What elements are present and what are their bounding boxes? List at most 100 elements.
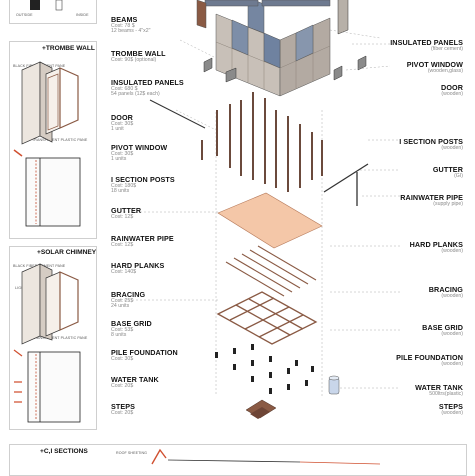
left-item-water-tank: WATER TANK Cost: 20$ — [111, 376, 159, 389]
right-item-steps: STEPS (wooden) — [439, 403, 463, 416]
right-item-title: PIVOT WINDOW — [406, 60, 463, 69]
left-item-title: WATER TANK — [111, 375, 159, 384]
left-item-line: Cost: 20$ — [111, 382, 134, 389]
trombe-wall-title: +TROMBE WALL — [42, 45, 95, 52]
sections-strip-drawing — [151, 448, 381, 465]
left-item-line: 54 panels (12$ each) — [111, 91, 160, 98]
sections-title: +C,I SECTIONS — [40, 448, 88, 455]
left-item-gutter: GUTTER Cost: 12$ — [111, 207, 141, 220]
right-item-sub: (fiber cement) — [431, 45, 463, 52]
right-item-title: DOOR — [441, 83, 463, 92]
house-shell — [196, 0, 349, 97]
left-item-title: I SECTION POSTS — [111, 175, 175, 184]
trombe-wall-section-icon — [13, 149, 81, 227]
left-item-line: Cost: 180$ — [111, 182, 137, 189]
solar-chimney-isometric-icon — [21, 263, 79, 345]
left-item-title: DOOR — [111, 113, 133, 122]
right-item-sub: (GI) — [454, 172, 463, 179]
left-item-line: Cost: 53$ — [111, 326, 134, 333]
right-item-sub: (wooden) — [441, 247, 463, 254]
right-item-title: BASE GRID — [422, 323, 463, 332]
left-item-title: HARD PLANKS — [111, 261, 165, 270]
right-item-rainwater-pipe: RAINWATER PIPE (supply pipe) — [400, 194, 463, 207]
right-item-title: INSULATED PANELS — [390, 38, 463, 47]
inside-label: INSIDE — [76, 13, 89, 17]
left-item-line: 1 units — [111, 156, 127, 163]
guide-lines — [120, 29, 400, 396]
trombe-transparent-label: TRANSPARENT PLASTIC PANE — [32, 138, 88, 142]
right-item-title: RAINWATER PIPE — [400, 193, 463, 202]
right-item-gutter: GUTTER (GI) — [433, 166, 463, 179]
left-item-title: BRACING — [111, 290, 146, 299]
right-item-sub: (wooden) — [441, 292, 463, 299]
right-item-door: DOOR (wooden) — [441, 84, 463, 97]
right-item-pivot-window: PIVOT WINDOW (wooden,glass) — [407, 61, 463, 74]
left-item-title: PIVOT WINDOW — [111, 143, 168, 152]
left-item-pivot-window: PIVOT WINDOW Cost: 30$ 1 units — [111, 144, 167, 162]
left-item-line: Cost: 30$ — [111, 355, 134, 362]
left-item-line: Cost: 30$ — [111, 150, 134, 157]
pile-foundation — [215, 344, 314, 394]
top-legend-panel — [9, 0, 97, 24]
solar-chimney-title: +SOLAR CHIMNEY — [37, 249, 97, 256]
top-legend-sketch — [30, 0, 63, 11]
floating-panels — [203, 55, 367, 83]
left-item-line: 12 beams - 4"x2" — [111, 28, 151, 35]
left-item-rainwater-pipe: RAINWATER PIPE Cost: 12$ — [111, 235, 174, 248]
right-item-title: STEPS — [438, 402, 463, 411]
left-item-trombe-wall: TROMBE WALL Cost: 90$ (optional) — [111, 50, 166, 63]
right-item-water-tank: WATER TANK 500ltrs(plastic) — [415, 384, 463, 397]
chimney-light-label: LIGHT — [15, 286, 27, 290]
right-item-title: BRACING — [428, 285, 463, 294]
beam-line — [149, 99, 206, 129]
left-item-line: Cost: 20$ — [111, 409, 134, 416]
left-item-title: BEAMS — [111, 15, 138, 24]
left-item-base-grid: BASE GRID Cost: 53$ 8 units — [111, 320, 152, 338]
left-item-insulated-panels: INSULATED PANELS Cost: 680 $ 54 panels (… — [111, 79, 184, 97]
left-item-title: PILE FOUNDATION — [111, 348, 178, 357]
right-leader-lines — [340, 43, 400, 389]
right-item-sub: (wooden) — [441, 360, 463, 367]
right-item-title: GUTTER — [432, 165, 463, 174]
left-item-line: Cost: 90$ (optional) — [111, 56, 157, 63]
right-item-title: I SECTION POSTS — [399, 137, 463, 146]
bracing-members — [225, 245, 317, 297]
right-item-sub: (wooden) — [441, 409, 463, 416]
left-item-steps: STEPS Cost: 20$ — [111, 403, 135, 416]
left-item-line: Cost: 680 $ — [111, 85, 138, 92]
left-item-title: BASE GRID — [111, 319, 152, 328]
left-item-line: 24 units — [111, 303, 130, 310]
left-item-line: 18 units — [111, 188, 130, 195]
left-item-title: TROMBE WALL — [111, 49, 166, 58]
right-item-pile-foundation: PILE FOUNDATION (wooden) — [396, 354, 463, 367]
right-item-insulated-panels: INSULATED PANELS (fiber cement) — [390, 39, 463, 52]
left-item-title: GUTTER — [111, 206, 142, 215]
solar-chimney-section-icon — [13, 349, 81, 423]
right-item-sub: 500ltrs(plastic) — [429, 390, 463, 397]
right-item-sub: (wooden) — [441, 330, 463, 337]
chimney-transparent-label: TRANSPARENT PLASTIC PANE — [32, 336, 88, 340]
right-item-sub: (wooden) — [441, 144, 463, 151]
hard-planks-floor — [217, 192, 323, 249]
left-item-hard-planks: HARD PLANKS Cost: 140$ — [111, 262, 164, 275]
left-item-line: Cost: 25$ — [111, 297, 134, 304]
right-item-sub: (wooden,glass) — [427, 67, 463, 74]
left-item-line: Cost: 78 $ — [111, 22, 135, 29]
left-item-line: Cost: 140$ — [111, 268, 137, 275]
right-item-base-grid: BASE GRID (wooden) — [422, 324, 463, 337]
water-tank — [328, 375, 340, 395]
base-grid-frame — [216, 291, 318, 345]
left-item-title: STEPS — [111, 402, 136, 411]
right-item-title: WATER TANK — [415, 383, 463, 392]
left-item-line: Cost: 30$ — [111, 120, 134, 127]
outside-label: OUTSIDE — [16, 13, 33, 17]
right-item-sub: (wooden) — [441, 90, 463, 97]
left-item-beams: BEAMS Cost: 78 $ 12 beams - 4"x2" — [111, 16, 150, 34]
right-item-title: HARD PLANKS — [409, 240, 463, 249]
i-section-posts — [201, 92, 323, 192]
right-item-i-section-posts: I SECTION POSTS (wooden) — [399, 138, 463, 151]
left-item-bracing: BRACING Cost: 25$ 24 units — [111, 291, 145, 309]
right-item-bracing: BRACING (wooden) — [429, 286, 463, 299]
gutter-and-pipe — [323, 163, 369, 206]
roof-sheeting-label: ROOF SHEETING — [116, 451, 148, 455]
